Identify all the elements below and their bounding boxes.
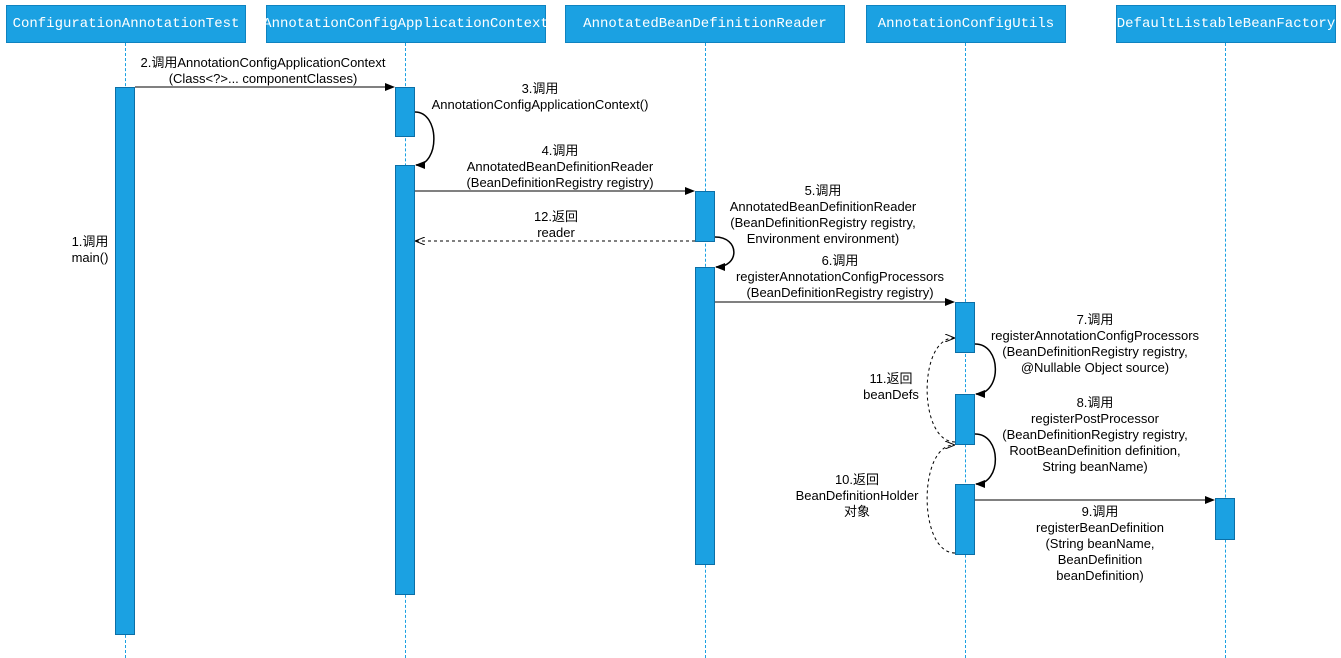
label-line: (BeanDefinitionRegistry registry,: [1002, 427, 1188, 442]
label-line: 9.调用: [1081, 504, 1119, 519]
label-line: @Nullable Object source): [1020, 360, 1170, 375]
activation-bar[interactable]: [395, 87, 415, 137]
label-line: String beanName): [1042, 459, 1148, 474]
label-line: RootBeanDefinition definition,: [1009, 443, 1181, 458]
label-line: registerAnnotationConfigProcessors: [990, 328, 1200, 343]
activation-bar[interactable]: [695, 191, 715, 242]
arrow-m7: [974, 343, 996, 398]
participant-configuration-annotation-test[interactable]: ConfigurationAnnotationTest: [6, 5, 246, 43]
activation-bar[interactable]: [955, 484, 975, 555]
message-label-9: 9.调用 registerBeanDefinition (String bean…: [1010, 504, 1190, 584]
message-label-11: 11.返回 beanDefs: [846, 371, 936, 403]
label-line: (BeanDefinitionRegistry registry,: [730, 215, 916, 230]
label-line: reader: [537, 225, 575, 240]
label-line: 11.返回: [869, 371, 913, 386]
message-label-6: 6.调用 registerAnnotationConfigProcessors …: [715, 253, 965, 301]
label-line: (Class<?>... componentClasses): [168, 71, 358, 86]
arrow-m8: [974, 433, 996, 488]
message-label-12: 12.返回 reader: [506, 209, 606, 241]
activation-bar[interactable]: [115, 87, 135, 635]
arrow-m11: [926, 338, 955, 443]
message-label-4: 4.调用 AnnotatedBeanDefinitionReader (Bean…: [440, 143, 680, 191]
label-line: 2.调用AnnotationConfigApplicationContext: [140, 55, 386, 70]
activation-bar[interactable]: [955, 302, 975, 353]
arrow-m5: [714, 236, 735, 271]
participant-annotated-bean-definition-reader[interactable]: AnnotatedBeanDefinitionReader: [565, 5, 845, 43]
message-label-1: 1.调用 main(): [50, 234, 130, 266]
activation-bar[interactable]: [955, 394, 975, 445]
label-line: (BeanDefinitionRegistry registry): [466, 175, 654, 190]
label-line: registerPostProcessor: [1031, 411, 1159, 426]
activation-bar[interactable]: [695, 267, 715, 565]
label-line: BeanDefinitionHolder: [795, 488, 919, 503]
label-line: 7.调用: [1076, 312, 1114, 327]
arrow-m3: [414, 111, 435, 169]
label-line: (BeanDefinitionRegistry registry): [746, 285, 934, 300]
label-line: beanDefinition): [1056, 568, 1144, 583]
message-label-8: 8.调用 registerPostProcessor (BeanDefiniti…: [985, 395, 1205, 475]
label-line: 12.返回: [533, 209, 579, 224]
participant-default-listable-bean-factory[interactable]: DefaultListableBeanFactory: [1116, 5, 1336, 43]
label-line: 对象: [843, 504, 870, 519]
label-line: 6.调用: [821, 253, 859, 268]
label-line: AnnotatedBeanDefinitionReader: [466, 159, 654, 174]
label-line: BeanDefinition: [1057, 552, 1143, 567]
label-line: 5.调用: [804, 183, 842, 198]
label-line: (String beanName,: [1045, 536, 1155, 551]
activation-bar[interactable]: [1215, 498, 1235, 540]
label-line: beanDefs: [863, 387, 919, 402]
participant-annotation-config-application-context[interactable]: AnnotationConfigApplicationContext: [263, 5, 549, 43]
label-line: AnnotationConfigApplicationContext(): [431, 97, 649, 112]
label-line: 8.调用: [1076, 395, 1114, 410]
label-line: Environment environment): [746, 231, 900, 246]
label-line: main(): [71, 250, 109, 265]
arrow-m10: [926, 445, 955, 554]
label-line: registerAnnotationConfigProcessors: [735, 269, 945, 284]
message-label-10: 10.返回 BeanDefinitionHolder 对象: [782, 472, 932, 520]
label-line: 3.调用: [521, 81, 559, 96]
label-line: (BeanDefinitionRegistry registry,: [1002, 344, 1188, 359]
label-line: 1.调用: [71, 234, 109, 249]
message-label-2: 2.调用AnnotationConfigApplicationContext (…: [125, 55, 401, 87]
label-line: AnnotatedBeanDefinitionReader: [729, 199, 917, 214]
participant-annotation-config-utils[interactable]: AnnotationConfigUtils: [866, 5, 1066, 43]
label-line: 10.返回: [834, 472, 880, 487]
message-label-7: 7.调用 registerAnnotationConfigProcessors …: [970, 312, 1220, 376]
message-label-3: 3.调用 AnnotationConfigApplicationContext(…: [410, 81, 670, 113]
lifeline-default-listable-bean-factory: [1225, 43, 1226, 658]
label-line: 4.调用: [541, 143, 579, 158]
activation-bar[interactable]: [395, 165, 415, 595]
label-line: registerBeanDefinition: [1036, 520, 1164, 535]
message-label-5: 5.调用 AnnotatedBeanDefinitionReader (Bean…: [712, 183, 934, 247]
